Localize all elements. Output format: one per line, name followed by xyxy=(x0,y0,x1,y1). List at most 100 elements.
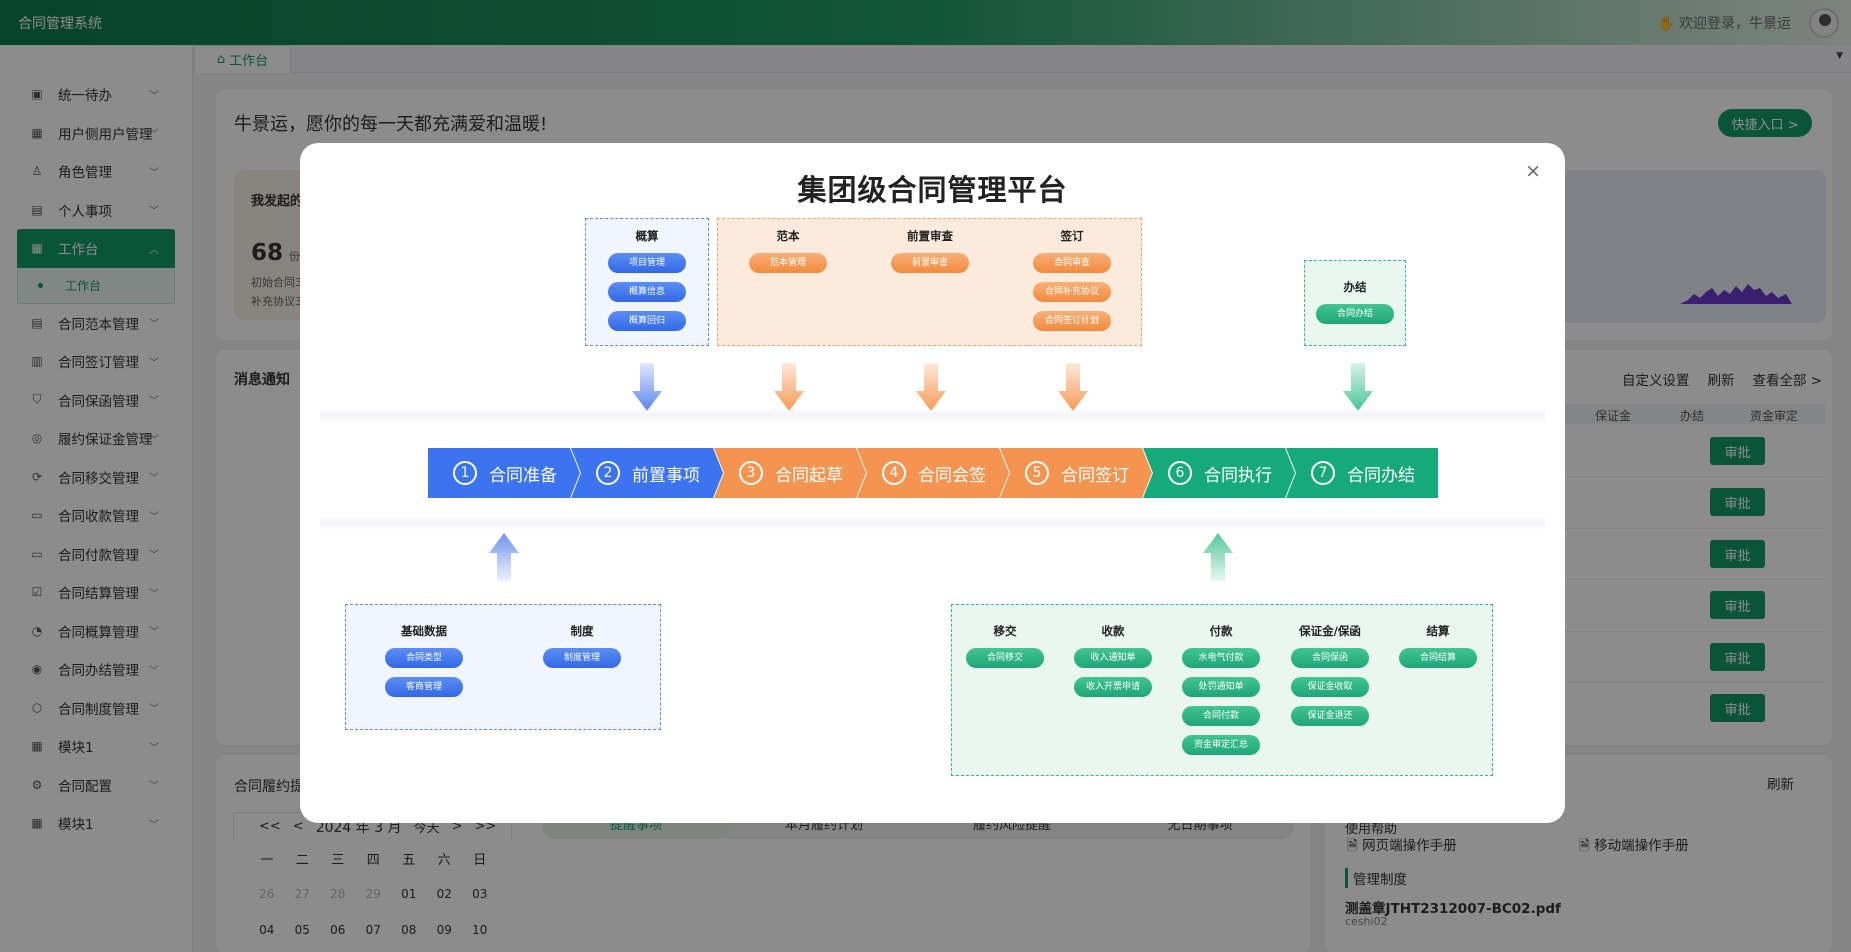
signing-plan-pill[interactable]: 合同签订计划 xyxy=(1033,311,1111,331)
contract-guarantee-pill[interactable]: 合同保函 xyxy=(1291,648,1369,668)
sidebar-item[interactable]: ◎履约保证金管理﹀ xyxy=(0,419,192,458)
calendar-day[interactable]: 08 xyxy=(401,923,417,937)
calendar-day[interactable]: 29 xyxy=(365,887,381,901)
calendar-day[interactable]: 27 xyxy=(294,887,310,901)
contract-settlement-pill[interactable]: 合同结算 xyxy=(1399,648,1477,668)
project-management-pill[interactable]: 项目管理 xyxy=(608,253,686,273)
approve-button[interactable]: 审批 xyxy=(1710,591,1765,619)
utility-payment-pill[interactable]: 水电气付款 xyxy=(1182,648,1260,668)
sidebar-item[interactable]: ▥合同签订管理﹀ xyxy=(0,342,192,381)
approve-button[interactable]: 审批 xyxy=(1710,437,1765,465)
quick-entry-button[interactable]: 快捷入口 > xyxy=(1718,109,1812,137)
income-notice-pill[interactable]: 收入通知单 xyxy=(1074,648,1152,668)
supplementary-agreement-pill[interactable]: 合同补充协议 xyxy=(1033,282,1111,302)
template-management-pill[interactable]: 范本管理 xyxy=(749,253,827,273)
group-closing: 办结 合同办结 xyxy=(1313,279,1397,333)
contract-transfer-pill[interactable]: 合同移交 xyxy=(966,648,1044,668)
sidebar-subitem-workbench[interactable]: 工作台 xyxy=(17,267,175,304)
approve-button[interactable]: 审批 xyxy=(1710,643,1765,671)
contract-closing-pill[interactable]: 合同办结 xyxy=(1316,304,1394,324)
invoice-request-pill[interactable]: 收入开票申请 xyxy=(1074,677,1152,697)
calendar-day[interactable]: 01 xyxy=(401,887,417,901)
sidebar-item-label: 模块1 xyxy=(58,740,94,757)
prev-month-button[interactable]: < xyxy=(292,819,304,834)
refresh-link[interactable]: 刷新 xyxy=(1707,373,1735,389)
merchant-management-pill[interactable]: 客商管理 xyxy=(385,677,463,697)
mobile-manual-link[interactable]: 🗎 移动端操作手册 xyxy=(1579,838,1689,854)
sidebar-item[interactable]: ▭合同收款管理﹀ xyxy=(0,496,192,535)
sidebar-item[interactable]: ⟳合同移交管理﹀ xyxy=(0,458,192,497)
custom-settings-link[interactable]: 自定义设置 xyxy=(1622,373,1690,389)
close-icon[interactable]: × xyxy=(1525,160,1541,182)
sidebar-item[interactable]: ◔合同概算管理﹀ xyxy=(0,612,192,651)
calendar-day[interactable]: 02 xyxy=(436,887,452,901)
sidebar-item[interactable]: ♙角色管理﹀ xyxy=(0,152,192,191)
calendar-day[interactable]: 07 xyxy=(365,923,381,937)
sidebar-item[interactable]: ▦模块1﹀ xyxy=(0,727,192,766)
sidebar-item[interactable]: ▤个人事项﹀ xyxy=(0,191,192,230)
contract-payment-pill[interactable]: 合同付款 xyxy=(1182,706,1260,726)
avatar[interactable] xyxy=(1809,8,1839,38)
rules-management-pill[interactable]: 制度管理 xyxy=(543,648,621,668)
approve-button[interactable]: 审批 xyxy=(1710,540,1765,568)
sidebar-item[interactable]: ▦模块1﹀ xyxy=(0,804,192,843)
today-button[interactable]: 今天 xyxy=(413,821,440,836)
sidebar-item[interactable]: ▦用户侧用户管理﹀ xyxy=(0,114,192,153)
group-title: 收款 xyxy=(1101,624,1125,638)
sidebar-item[interactable]: ◉合同办结管理﹀ xyxy=(0,650,192,689)
column-header: 资金审定 xyxy=(1750,409,1799,423)
deposit-collect-pill[interactable]: 保证金收取 xyxy=(1291,677,1369,697)
check-box-icon: ☑ xyxy=(31,585,43,600)
web-manual-link[interactable]: 🗎 网页端操作手册 xyxy=(1347,838,1457,854)
deposit-refund-pill[interactable]: 保证金退还 xyxy=(1291,706,1369,726)
sidebar-item[interactable]: ⚙合同配置﹀ xyxy=(0,766,192,805)
tab-workbench[interactable]: ⌂工作台 xyxy=(194,45,291,73)
sidebar-item[interactable]: ☑合同结算管理﹀ xyxy=(0,573,192,612)
calendar-day[interactable]: 26 xyxy=(259,887,275,901)
sidebar-item[interactable]: ⬡合同制度管理﹀ xyxy=(0,689,192,728)
pre-review-pill[interactable]: 前置审查 xyxy=(891,253,969,273)
calendar-day[interactable]: 09 xyxy=(436,923,452,937)
budget-return-pill[interactable]: 概算回归 xyxy=(608,311,686,331)
tab-dropdown-icon[interactable]: ▼ xyxy=(1836,51,1843,61)
budget-info-pill[interactable]: 概算信息 xyxy=(608,282,686,302)
next-month-button[interactable]: > xyxy=(451,819,463,834)
calendar-day[interactable]: 03 xyxy=(472,887,488,901)
sidebar-item[interactable]: ▣统一待办﹀ xyxy=(0,75,192,114)
fund-summary-pill[interactable]: 资金审定汇总 xyxy=(1182,735,1260,755)
sidebar-item[interactable]: ▦工作台︿ xyxy=(17,229,175,268)
calendar-day[interactable]: 04 xyxy=(259,923,275,937)
file-link[interactable]: 测盖章JTHT2312007-BC02.pdf xyxy=(1345,901,1561,917)
contract-review-pill[interactable]: 合同审查 xyxy=(1033,253,1111,273)
sidebar-item[interactable]: ⛉合同保函管理﹀ xyxy=(0,381,192,420)
waving-hand-icon: ✋ xyxy=(1657,16,1675,32)
calendar-day[interactable]: 28 xyxy=(330,887,346,901)
contract-type-pill[interactable]: 合同类型 xyxy=(385,648,463,668)
sidebar-item-label: 合同制度管理 xyxy=(58,701,139,718)
penalty-notice-pill[interactable]: 处罚通知单 xyxy=(1182,677,1260,697)
group-transfer: 移交 合同移交 xyxy=(963,623,1047,677)
closing-box xyxy=(1304,260,1406,346)
calendar-day[interactable]: 05 xyxy=(294,923,310,937)
calendar-day[interactable]: 10 xyxy=(472,923,488,937)
view-all-link[interactable]: 查看全部 > xyxy=(1752,373,1823,389)
calendar-day[interactable]: 06 xyxy=(330,923,346,937)
prev-year-button[interactable]: << xyxy=(259,819,281,834)
sidebar-item[interactable]: ▭合同付款管理﹀ xyxy=(0,535,192,574)
approve-button[interactable]: 审批 xyxy=(1710,488,1765,516)
file-icon: 🗎 xyxy=(1579,838,1595,854)
sidebar-item-label: 合同结算管理 xyxy=(58,586,139,603)
refresh-link[interactable]: 刷新 xyxy=(1767,777,1794,793)
calendar-row: 26 27 28 29 01 02 03 xyxy=(233,876,512,912)
approve-button[interactable]: 审批 xyxy=(1710,694,1765,722)
sidebar-item[interactable]: ▤合同范本管理﹀ xyxy=(0,304,192,343)
group-title: 保证金/保函 xyxy=(1299,624,1361,638)
